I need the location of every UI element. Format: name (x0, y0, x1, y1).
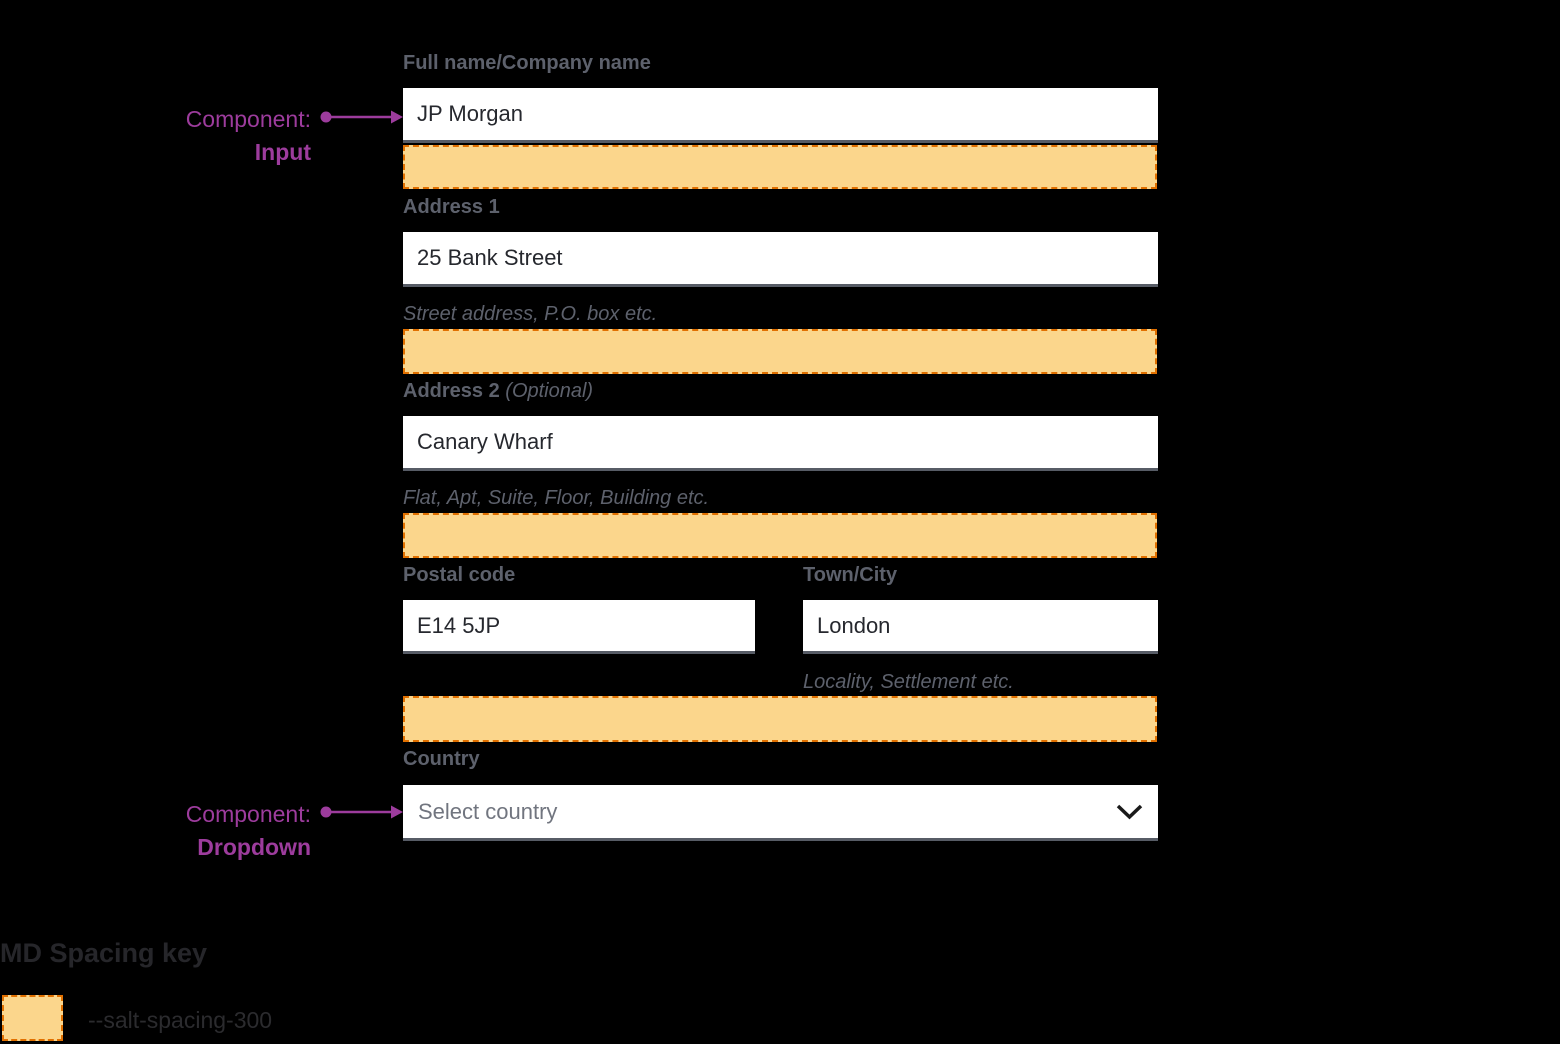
spacing-block-salt-300 (403, 145, 1157, 189)
postal-code-label: Postal code (403, 564, 516, 586)
town-city-input[interactable] (803, 600, 1158, 654)
address2-input[interactable] (403, 416, 1158, 471)
spacing-token-label: --salt-spacing-300 (88, 1007, 273, 1033)
address2-label: Address 2 (Optional) (403, 380, 593, 402)
spacing-swatch (2, 995, 63, 1041)
address2-optional-text: (Optional) (505, 380, 594, 402)
country-label: Country (403, 748, 480, 770)
annotation-arrow-icon (320, 805, 403, 819)
chevron-down-icon (1116, 804, 1143, 819)
country-dropdown-placeholder: Select country (418, 798, 558, 824)
address2-label-text: Address 2 (403, 380, 500, 402)
town-city-helper-text: Locality, Settlement etc. (803, 671, 1014, 693)
spacing-block-salt-300 (403, 513, 1157, 558)
annotation-component-name: Dropdown (197, 834, 311, 860)
annotation-prefix: Component: (185, 801, 311, 827)
address1-helper-text: Street address, P.O. box etc. (403, 303, 658, 325)
annotation-component-dropdown: Component: Dropdown (110, 798, 311, 864)
annotation-prefix: Component: (185, 106, 311, 132)
annotation-component-name: Input (254, 139, 311, 165)
annotation-arrow-icon (320, 110, 403, 124)
address1-label: Address 1 (403, 196, 500, 218)
full-name-input[interactable] (403, 88, 1158, 143)
spacing-key-title: MD Spacing key (0, 938, 208, 968)
annotation-component-input: Component: Input (110, 103, 311, 169)
address2-helper-text: Flat, Apt, Suite, Floor, Building etc. (403, 487, 710, 509)
full-name-label: Full name/Company name (403, 52, 651, 74)
country-dropdown[interactable]: Select country (403, 785, 1158, 841)
postal-code-input[interactable] (403, 600, 755, 654)
town-city-label: Town/City (803, 564, 898, 586)
spacing-block-salt-300 (403, 329, 1157, 374)
spacing-block-salt-300 (403, 696, 1157, 742)
address1-input[interactable] (403, 232, 1158, 287)
